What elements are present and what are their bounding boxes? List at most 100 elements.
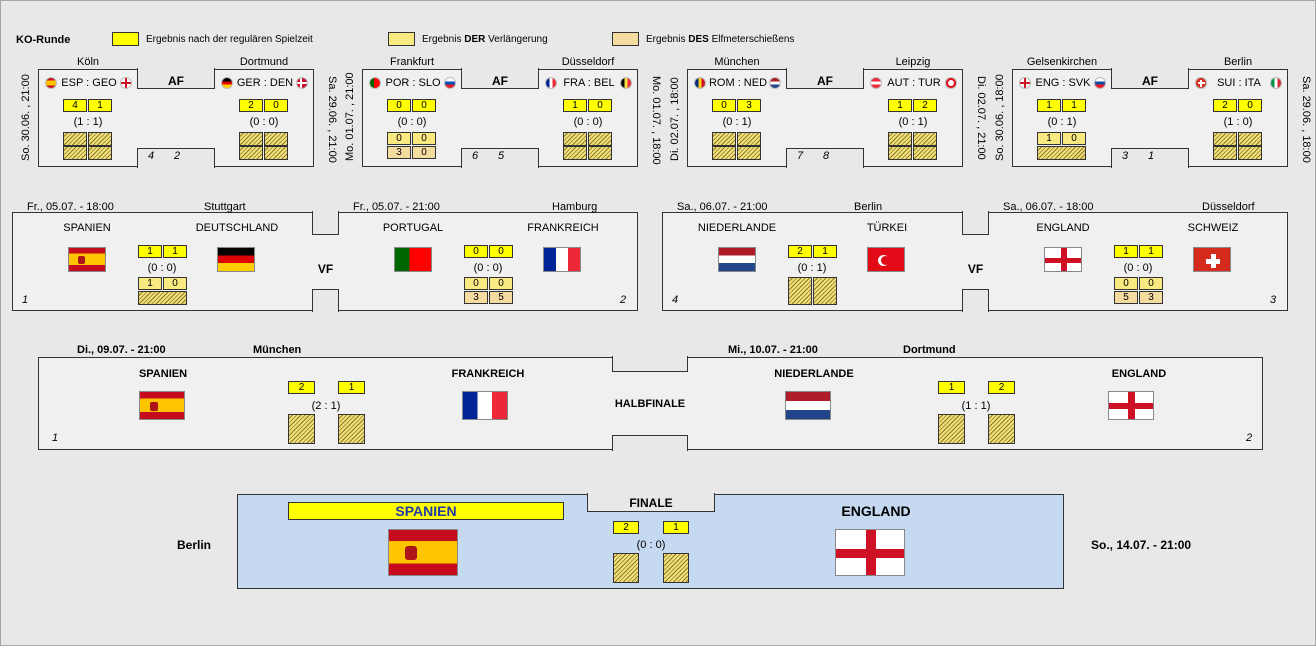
af2-left-teams: POR : SLO: [385, 77, 441, 89]
flag-denmark-icon: [296, 77, 308, 89]
af1-right-score1: 2: [239, 99, 263, 112]
af4-left-halftime: (0 : 1): [1047, 116, 1077, 128]
final-winner-team1: SPANIEN: [288, 502, 564, 520]
vf1-right-date: Fr., 05.07. - 21:00: [353, 201, 440, 213]
af4-left-score2: 1: [1062, 99, 1086, 112]
sf2-team1: NIEDERLANDE: [774, 368, 854, 380]
af1-left-unused-e2: [88, 132, 112, 146]
legend-penalty: Ergebnis DES Elfmeterschießens: [646, 34, 795, 45]
vf2-label: VF: [967, 262, 984, 276]
sf1-score2: 1: [338, 381, 365, 394]
semifinal-notch-bottom: [612, 435, 688, 451]
flag-england-icon: [1108, 391, 1154, 420]
vf2-right-team2: SCHWEIZ: [1187, 222, 1239, 234]
vf2-left-unused-2: [813, 277, 837, 305]
af3-left-unused-e2: [737, 132, 761, 146]
flag-england-icon: [1019, 77, 1031, 89]
final-score1: 2: [613, 521, 639, 534]
af4-label: AF: [1142, 74, 1158, 88]
vf2-right-team1: ENGLAND: [1036, 222, 1090, 234]
af1-left-unused-p1: [63, 146, 87, 160]
vf2-right-pen1: 5: [1114, 291, 1138, 304]
sf1-team2: FRANKREICH: [451, 368, 525, 380]
af4-right-score2: 0: [1238, 99, 1262, 112]
vf1-left-city: Stuttgart: [204, 201, 246, 213]
vf2-left-city: Berlin: [854, 201, 883, 213]
af2-left-pen1: 3: [387, 146, 411, 159]
af3-left-unused-p2: [737, 146, 761, 160]
flag-coat: [78, 256, 85, 264]
sf1-halftime: (2 : 1): [311, 400, 341, 412]
af3-notch-top: [786, 68, 864, 89]
vf2-left-unused-1: [788, 277, 812, 305]
flag-germany-icon: [217, 247, 255, 272]
vf2-left-date: Sa., 06.07. - 21:00: [677, 201, 768, 213]
af1-right-unused-e1: [239, 132, 263, 146]
flag-turkey-icon: [867, 247, 905, 272]
af2-left-score1: 0: [387, 99, 411, 112]
af4-right-unused-p2: [1238, 146, 1262, 160]
vf2-right-city: Düsseldorf: [1202, 201, 1255, 213]
af1-left-halftime: (1 : 1): [73, 116, 103, 128]
sf1-unused-2: [338, 414, 365, 444]
flag-france-icon: [545, 77, 557, 89]
legend-extra: Ergebnis DER Verlängerung: [422, 34, 548, 45]
af3-right-score1: 1: [888, 99, 912, 112]
af1-label: AF: [168, 74, 184, 88]
flag-slovakia-icon: [1094, 77, 1106, 89]
vf1-left-extra2: 0: [163, 277, 187, 290]
vf2-right-pen2: 3: [1139, 291, 1163, 304]
flag-germany-icon: [221, 77, 233, 89]
af1-right-date: Sa. 29.06. , 21:00: [326, 76, 338, 163]
af3-left-unused-e1: [712, 132, 736, 146]
af2-right-unused-p1: [563, 146, 587, 160]
final-unused-2: [663, 553, 689, 583]
flag-england-icon: [1044, 247, 1082, 272]
af3-left-city: München: [714, 56, 760, 68]
af3-left-score2: 3: [737, 99, 761, 112]
final-score2: 1: [663, 521, 689, 534]
vf2-left-score2: 1: [813, 245, 837, 258]
flag-spain-icon: [139, 391, 185, 420]
flag-turkey-icon: [945, 77, 957, 89]
af1-notch-bottom: [137, 148, 215, 168]
flag-crescent: [948, 80, 954, 86]
af2-left-pen2: 0: [412, 146, 436, 159]
vf1-left-unused-pen: [138, 291, 187, 305]
af1-right-city: Dortmund: [239, 56, 289, 68]
flag-cross-h: [1020, 82, 1030, 84]
legend-regular: Ergebnis nach der regulären Spielzeit: [146, 34, 313, 45]
af1-left-unused-e1: [63, 132, 87, 146]
flag-spain-icon: [45, 77, 57, 89]
vf2-left-number: 4: [672, 294, 679, 306]
af3-right-number: 8: [823, 150, 830, 162]
af3-right-city: Leipzig: [895, 56, 931, 68]
vf1-right-score2: 0: [489, 245, 513, 258]
af1-left-score2: 1: [88, 99, 112, 112]
vf1-left-team2: DEUTSCHLAND: [195, 222, 279, 234]
af2-notch-bottom: [461, 148, 539, 168]
vf2-right-score2: 1: [1139, 245, 1163, 258]
vf2-right-halftime: (0 : 0): [1123, 262, 1153, 274]
af4-right-unused-p1: [1213, 146, 1237, 160]
vf1-right-halftime: (0 : 0): [473, 262, 503, 274]
af4-notch-top: [1111, 68, 1189, 89]
flag-cross-h: [297, 82, 307, 84]
vf1-right-score1: 0: [464, 245, 488, 258]
af4-left-city: Gelsenkirchen: [1026, 56, 1098, 68]
flag-austria-icon: [870, 77, 882, 89]
flag-switzerland-icon: [1195, 77, 1207, 89]
af4-right-city: Berlin: [1223, 56, 1253, 68]
af3-right-unused-p2: [913, 146, 937, 160]
af2-right-unused-e2: [588, 132, 612, 146]
af1-right-halftime: (0 : 0): [249, 116, 279, 128]
vf1-left-date: Fr., 05.07. - 18:00: [27, 201, 114, 213]
af3-notch-bottom: [786, 148, 864, 168]
flag-france-icon: [543, 247, 581, 272]
sf1-unused-1: [288, 414, 315, 444]
flag-belgium-icon: [620, 77, 632, 89]
sf2-unused-2: [988, 414, 1015, 444]
af2-right-halftime: (0 : 0): [573, 116, 603, 128]
af2-right-unused-p2: [588, 146, 612, 160]
af4-right-unused-e1: [1213, 132, 1237, 146]
